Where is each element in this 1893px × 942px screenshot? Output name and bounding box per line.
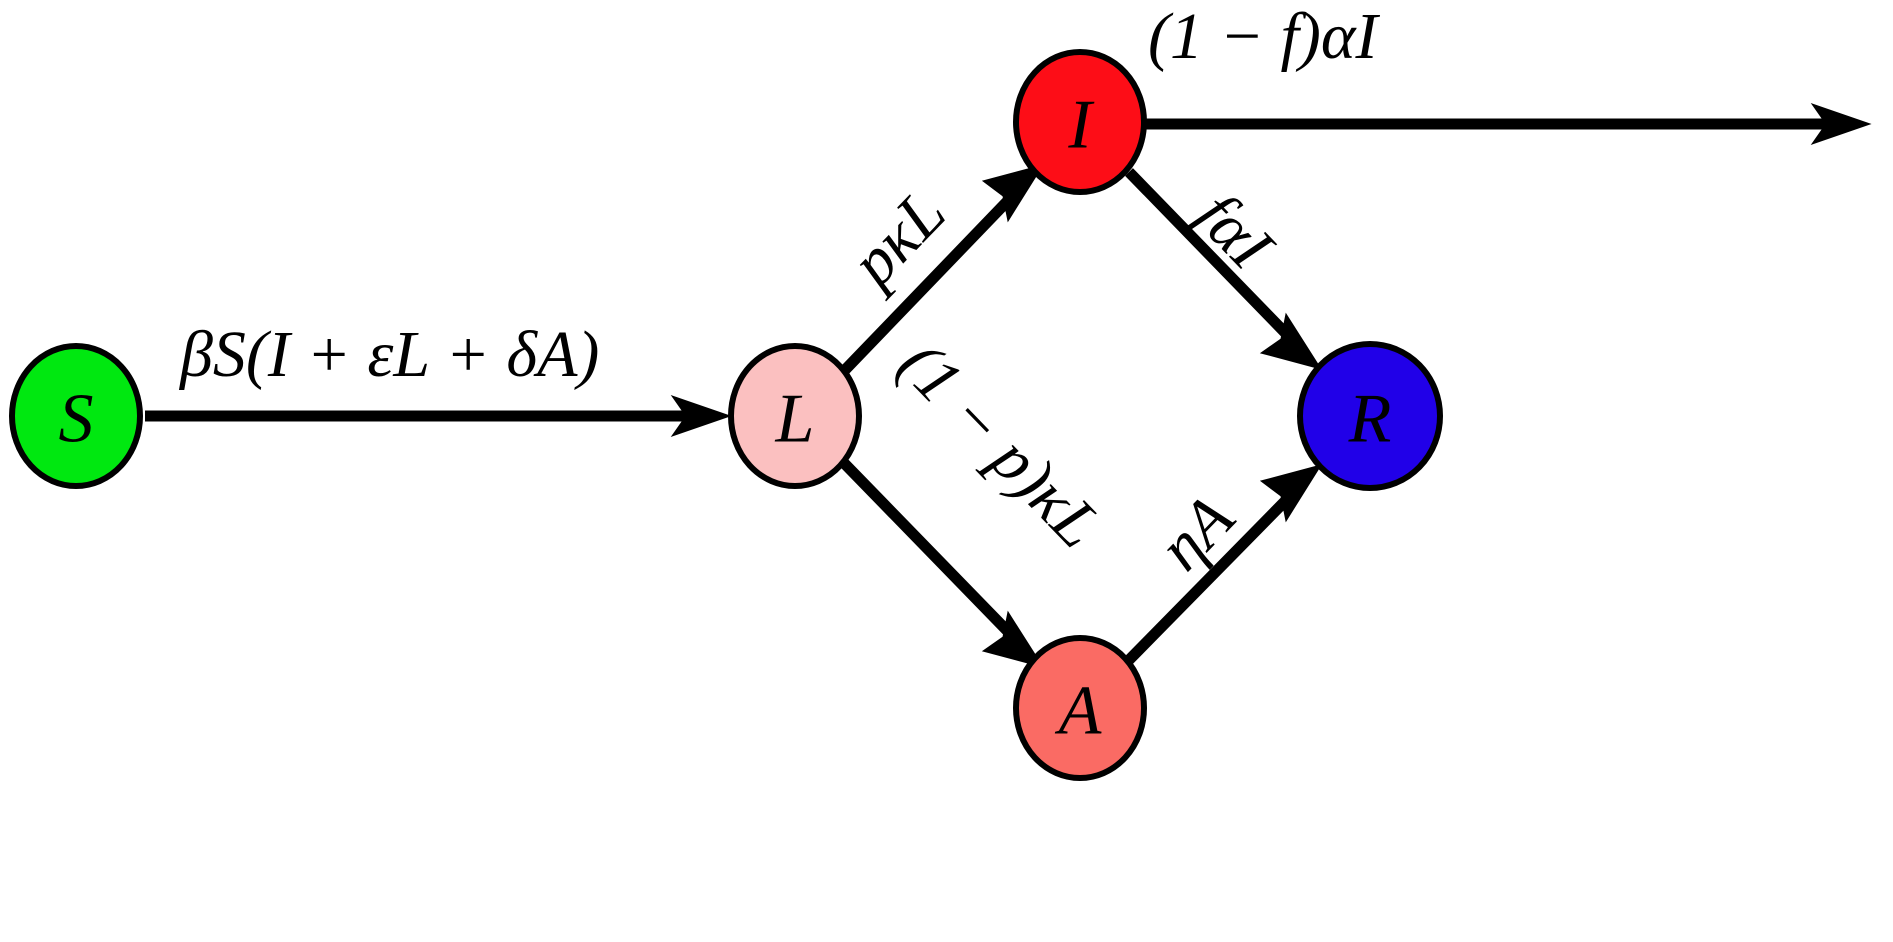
node-r[interactable]: R <box>1297 341 1443 491</box>
node-a[interactable]: A <box>1013 635 1147 781</box>
node-s-label: S <box>59 381 94 458</box>
edge-line-l-to-a <box>839 458 1026 650</box>
edge-line-i-to-r <box>1125 168 1304 352</box>
edge-label-i-to-outflow: (1 − f)αI <box>1148 0 1378 73</box>
node-r-label: R <box>1348 381 1392 458</box>
edge-line-a-to-r <box>1125 482 1304 664</box>
edge-l-to-i <box>839 164 1045 376</box>
arrowhead-a-to-r <box>1259 464 1323 523</box>
arrowhead-i-to-r <box>1259 312 1323 370</box>
node-i-label: I <box>1067 87 1095 164</box>
node-l[interactable]: L <box>728 343 862 489</box>
node-s[interactable]: S <box>9 343 143 489</box>
node-s-shape[interactable] <box>9 343 143 489</box>
edge-label-s-to-l: βS(I + εL + δA) <box>180 318 600 391</box>
node-a-label: A <box>1055 673 1102 750</box>
arrowhead-i-to-outflow <box>1810 103 1872 145</box>
node-l-label: L <box>775 381 815 458</box>
arrowhead-s-to-l <box>670 395 732 437</box>
node-r-shape[interactable] <box>1297 341 1443 491</box>
node-l-shape[interactable] <box>728 343 862 489</box>
node-a-shape[interactable] <box>1013 635 1147 781</box>
edge-i-to-r <box>1125 168 1323 370</box>
edge-a-to-r <box>1125 464 1323 664</box>
edge-s-to-l <box>145 395 732 437</box>
node-i-shape[interactable] <box>1013 49 1147 195</box>
edge-i-to-outflow <box>1146 103 1872 145</box>
arrowhead-l-to-i <box>981 164 1045 223</box>
edge-line-l-to-i <box>839 182 1026 376</box>
arrowhead-l-to-a <box>981 610 1045 668</box>
node-i[interactable]: I <box>1013 49 1147 195</box>
edge-l-to-a <box>839 458 1045 668</box>
